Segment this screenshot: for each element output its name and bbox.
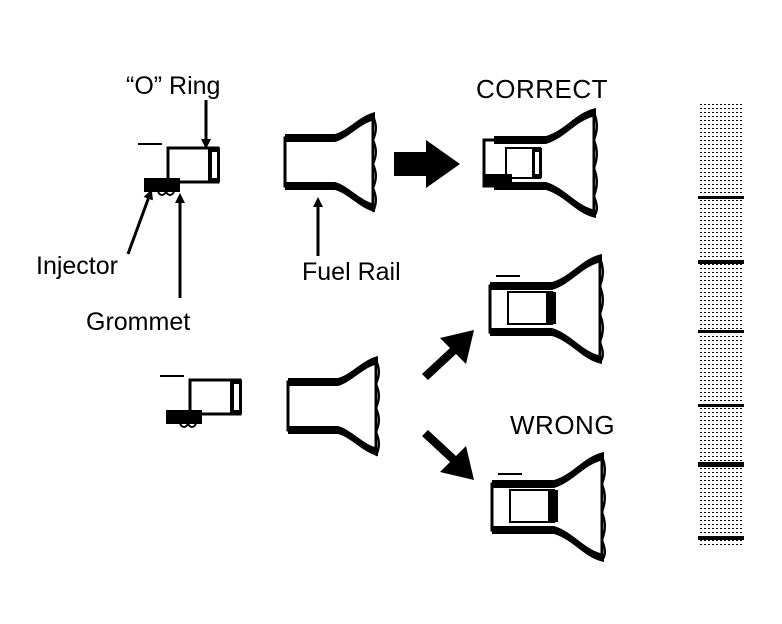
wrong-assembly-top bbox=[488, 252, 605, 366]
injector-part-top bbox=[136, 142, 222, 197]
wrong-heading: WRONG bbox=[510, 410, 616, 440]
fuel-rail-label: Fuel Rail bbox=[302, 258, 401, 286]
o-ring-label: “O” Ring bbox=[126, 72, 221, 100]
scan-edge-artifact bbox=[698, 102, 744, 548]
wrong-arrow-down-icon bbox=[422, 430, 474, 480]
correct-heading: CORRECT bbox=[476, 74, 609, 104]
injector-label: Injector bbox=[36, 252, 118, 280]
injector-leader bbox=[126, 189, 153, 255]
fuel-rail-part-bottom bbox=[286, 354, 381, 458]
correct-assembly bbox=[482, 106, 599, 220]
fuel-rail-part-top bbox=[283, 110, 378, 214]
grommet-label: Grommet bbox=[86, 308, 191, 336]
injector-part-bottom bbox=[158, 374, 244, 429]
wrong-assembly-bottom bbox=[490, 450, 607, 564]
wrong-arrow-up-icon bbox=[422, 330, 474, 380]
correct-arrow-icon bbox=[394, 140, 460, 188]
